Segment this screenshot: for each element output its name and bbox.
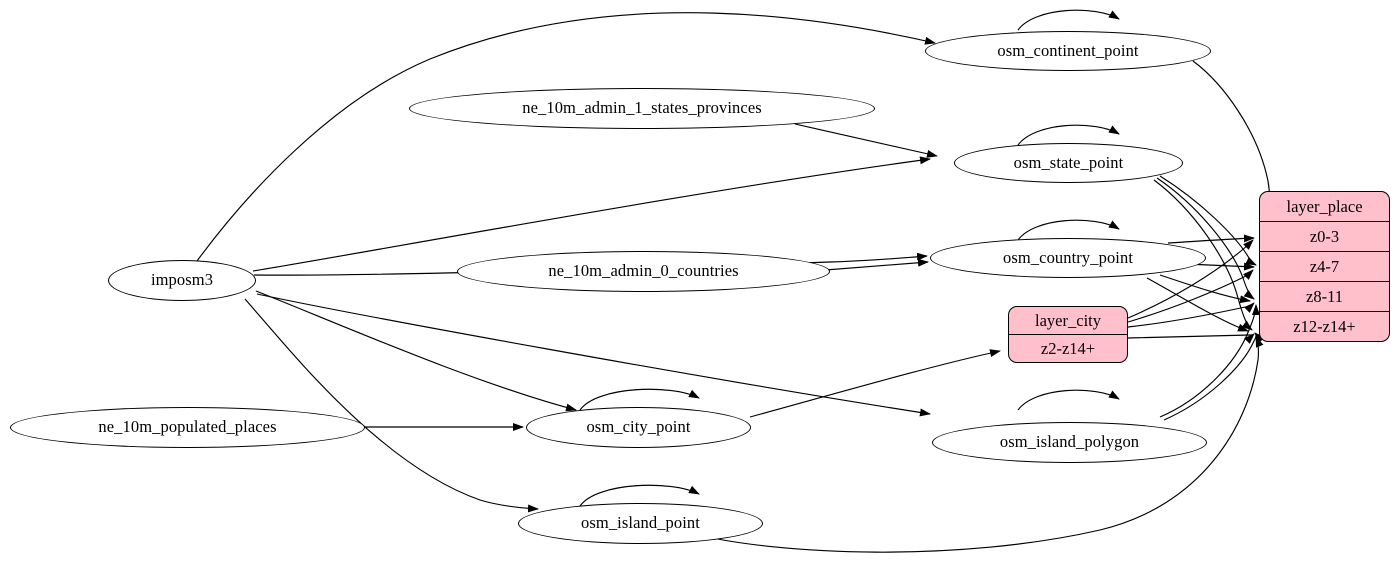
- layer_place-row-z8-11[interactable]: z8-11: [1260, 282, 1389, 312]
- edge-osm_city_point-to-layer_city-z2-z14+: [749, 349, 1001, 418]
- node-layer_place[interactable]: layer_place z0-3 z4-7 z8-11 z12-z14+: [1259, 191, 1390, 342]
- node-label: osm_island_polygon: [999, 432, 1140, 452]
- node-label: ne_10m_admin_1_states_provinces: [522, 98, 762, 118]
- layer_place-header: layer_place: [1260, 192, 1389, 222]
- edge-osm_island_point-to-layer_place-z12-z14+: [689, 336, 1264, 553]
- edge-osm_state_point-to-layer_place-z8-11: [1156, 177, 1255, 300]
- edge-imposm3-to-osm_state_point: [252, 156, 931, 272]
- node-ne_10m_admin_0_countries[interactable]: ne_10m_admin_0_countries: [457, 251, 830, 292]
- edge-imposm3-to-osm_island_point: [244, 298, 539, 513]
- node-osm_state_point[interactable]: osm_state_point: [954, 143, 1183, 183]
- edge-layer_city-to-layer_place-z12-z14+: [1127, 333, 1255, 344]
- edge-osm_country_point-self-loop: [1017, 219, 1120, 241]
- edge-imposm3-to-osm_island_polygon: [256, 293, 931, 417]
- edge-layer_city-to-layer_place-z8-11: [1127, 302, 1255, 328]
- edge-osm_country_point-to-layer_place-z0-3: [1167, 234, 1255, 244]
- edge-imposm3-to-osm_continent_point: [196, 12, 936, 262]
- edge-osm_state_point-to-layer_place-z12-z14+: [1153, 179, 1253, 331]
- node-imposm3[interactable]: imposm3: [108, 260, 256, 301]
- node-ne_10m_populated_places[interactable]: ne_10m_populated_places: [10, 407, 365, 448]
- layer_place-row-z12-z14plus[interactable]: z12-z14+: [1293, 316, 1356, 336]
- node-ne_10m_admin_1_states_provinces[interactable]: ne_10m_admin_1_states_provinces: [409, 88, 875, 129]
- edge-osm_island_polygon-to-layer_place-z12-z14+: [1163, 332, 1265, 421]
- edge-layer_city-to-layer_place-z0-3: [1127, 239, 1254, 319]
- edge-imposm3-to-osm_city_point: [255, 290, 577, 412]
- node-osm_island_point[interactable]: osm_island_point: [518, 503, 763, 544]
- node-label: osm_state_point: [1013, 152, 1124, 172]
- node-label: osm_country_point: [1002, 247, 1134, 267]
- edge-osm_state_point-self-loop: [1017, 124, 1120, 146]
- edge-osm_city_point-self-loop: [579, 388, 700, 411]
- edge-osm_island_point-self-loop: [579, 484, 700, 507]
- node-label: osm_island_point: [581, 513, 700, 533]
- edge-osm_country_point-to-layer_place-z8-11: [1159, 274, 1251, 304]
- edge-osm_country_point-to-layer_place-z12-z14+: [1146, 277, 1249, 332]
- node-label: ne_10m_populated_places: [98, 417, 277, 437]
- node-osm_island_polygon[interactable]: osm_island_polygon: [932, 422, 1207, 463]
- node-osm_country_point[interactable]: osm_country_point: [930, 238, 1206, 278]
- edge-layer_city-to-layer_place-z4-7: [1127, 269, 1254, 323]
- layer_city-row-z2-z14plus[interactable]: z2-z14+: [1040, 338, 1096, 358]
- layer_place-row-z4-7[interactable]: z4-7: [1260, 252, 1389, 282]
- layer_city-header: layer_city: [1009, 307, 1127, 335]
- edge-ne_10m_admin_1_states_provinces-to-osm_state_point: [794, 123, 938, 158]
- node-osm_city_point[interactable]: osm_city_point: [526, 407, 751, 448]
- edge-osm_island_polygon-self-loop: [1017, 389, 1120, 411]
- node-layer_city[interactable]: layer_city z2-z14+: [1008, 306, 1128, 363]
- edge-osm_continent_point-self-loop: [1017, 9, 1120, 31]
- node-label: ne_10m_admin_0_countries: [548, 261, 739, 281]
- node-label: osm_city_point: [586, 417, 691, 437]
- node-label: osm_continent_point: [997, 40, 1139, 60]
- node-label: imposm3: [150, 270, 214, 290]
- node-osm_continent_point[interactable]: osm_continent_point: [925, 31, 1211, 71]
- layer_place-row-z0-3[interactable]: z0-3: [1260, 222, 1389, 252]
